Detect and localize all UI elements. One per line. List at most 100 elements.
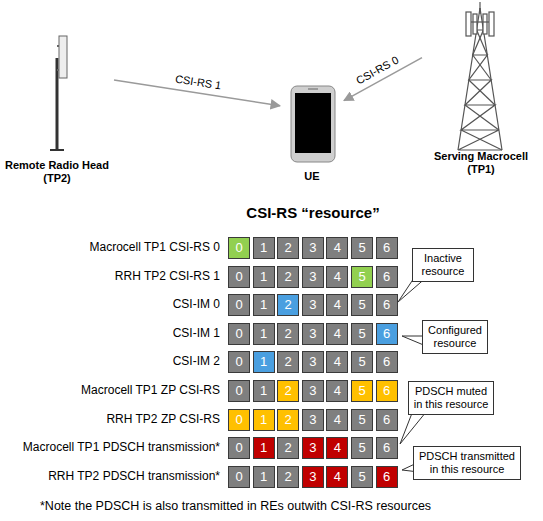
node-label: 3 (303, 324, 323, 344)
resource-element: 2 (277, 466, 299, 488)
callout-box: Inactive resource (412, 248, 474, 282)
node-label: 1 (254, 324, 274, 344)
node-label: UE (280, 170, 344, 183)
resource-element: 6 (376, 437, 398, 459)
node-label: 6 (377, 238, 397, 258)
resource-element: 3 (302, 266, 324, 288)
resource-element: 4 (326, 323, 348, 345)
node-label: 3 (303, 381, 323, 401)
rrh-illustration (50, 36, 67, 150)
resource-element: 2 (277, 437, 299, 459)
node-label: 2 (278, 467, 298, 487)
row-label: Macrocell TP1 ZP CSI-RS (4, 383, 220, 397)
node-label: 1 (254, 295, 274, 315)
resource-element: 6 (376, 266, 398, 288)
node-label: 6 (377, 410, 397, 430)
node-label: 1 (254, 238, 274, 258)
node-label: 6 (377, 352, 397, 372)
node-label: 2 (278, 352, 298, 372)
resource-element: 3 (302, 466, 324, 488)
node-label: 2 (278, 295, 298, 315)
resource-element: 1 (253, 266, 275, 288)
resource-element: 6 (376, 380, 398, 402)
resource-element: 5 (351, 409, 373, 431)
node-label: PDSCH muted in this resource (412, 385, 490, 411)
resource-element: 3 (302, 437, 324, 459)
node-label: 0 (229, 381, 249, 401)
node-label: 1 (254, 352, 274, 372)
resource-element: 0 (228, 466, 250, 488)
node-label: 4 (327, 352, 347, 372)
node-label: 2 (278, 438, 298, 458)
node-label: 4 (327, 267, 347, 287)
node-label: 0 (229, 352, 249, 372)
resource-element: 4 (326, 351, 348, 373)
row-label: RRH TP2 CSI-RS 1 (4, 269, 220, 283)
node-label: 4 (327, 410, 347, 430)
node-label: Serving Macrocell (TP1) (422, 150, 540, 176)
node-label: 4 (327, 467, 347, 487)
node-label: 5 (352, 467, 372, 487)
ue-node: UE (280, 80, 344, 183)
resource-element: 1 (253, 380, 275, 402)
callout-tail (398, 272, 428, 472)
resource-element: 0 (228, 437, 250, 459)
resource-element: 3 (302, 323, 324, 345)
node-label: 6 (377, 381, 397, 401)
node-label: 3 (303, 438, 323, 458)
resource-element: 0 (228, 323, 250, 345)
node-label: PDSCH transmitted in this resource (417, 450, 517, 476)
node-label: 0 (229, 295, 249, 315)
resource-element: 4 (326, 437, 348, 459)
macrocell-node: Serving Macrocell (TP1) (422, 2, 540, 176)
resource-element: 3 (302, 351, 324, 373)
node-label: 2 (278, 324, 298, 344)
row-label: CSI-IM 0 (4, 297, 220, 311)
resource-element: 6 (376, 466, 398, 488)
node-label: 3 (303, 410, 323, 430)
node-label: 5 (352, 381, 372, 401)
node-label: 0 (229, 267, 249, 287)
resource-element: 2 (277, 323, 299, 345)
resource-element: 4 (326, 380, 348, 402)
diagram-title: CSI-RS “resource” (246, 204, 379, 221)
resource-element: 0 (228, 380, 250, 402)
resource-element: 1 (253, 294, 275, 316)
resource-element: 5 (351, 351, 373, 373)
row-label: Macrocell TP1 CSI-RS 0 (4, 240, 220, 254)
node-label: 4 (327, 324, 347, 344)
node-label: 5 (352, 324, 372, 344)
resource-element: 3 (302, 380, 324, 402)
resource-element: 0 (228, 409, 250, 431)
node-label: 6 (377, 467, 397, 487)
node-label: 0 (229, 238, 249, 258)
node-label: 5 (352, 438, 372, 458)
row-label: Macrocell TP1 PDSCH transmission* (4, 440, 220, 454)
node-label: 3 (303, 467, 323, 487)
resource-element: 0 (228, 294, 250, 316)
resource-element: 2 (277, 266, 299, 288)
callout-box: PDSCH transmitted in this resource (413, 446, 521, 480)
node-label: 5 (352, 410, 372, 430)
callout-box: Configured resource (422, 320, 488, 354)
node-label: 3 (303, 352, 323, 372)
resource-element: 6 (376, 294, 398, 316)
resource-element: 5 (351, 380, 373, 402)
resource-element: 6 (376, 351, 398, 373)
node-label: 1 (254, 410, 274, 430)
resource-element: 0 (228, 237, 250, 259)
node-label: 2 (278, 381, 298, 401)
resource-element: 5 (351, 466, 373, 488)
node-label: 5 (352, 352, 372, 372)
resource-element: 0 (228, 266, 250, 288)
resource-element: 1 (253, 409, 275, 431)
node-label: 6 (377, 324, 397, 344)
row-label: RRH TP2 ZP CSI-RS (4, 412, 220, 426)
node-label: 5 (352, 267, 372, 287)
node-label: 2 (278, 267, 298, 287)
resource-element: 5 (351, 437, 373, 459)
resource-element: 5 (351, 266, 373, 288)
resource-element: 1 (253, 323, 275, 345)
ue-phone (291, 86, 335, 162)
resource-element: 1 (253, 466, 275, 488)
